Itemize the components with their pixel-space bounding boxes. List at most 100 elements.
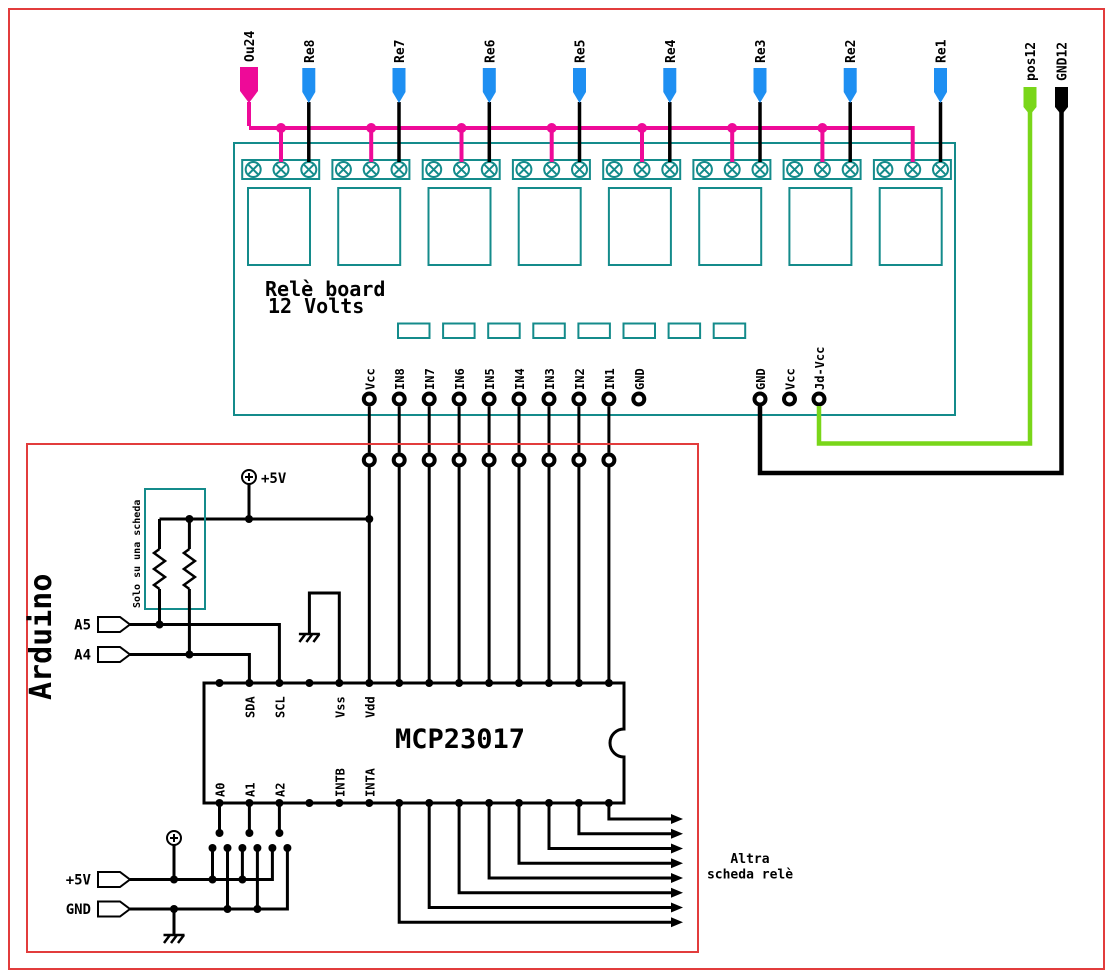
flag-re4	[663, 68, 677, 103]
pin-label: INTA	[363, 767, 377, 797]
pin-label: IN2	[573, 368, 587, 390]
indicator-slot	[667, 322, 702, 339]
chip-name: MCP23017	[395, 724, 525, 755]
arduino-label: Arduino	[24, 574, 59, 700]
pin-label: IN3	[543, 368, 557, 390]
a4-connector	[97, 646, 132, 663]
gnd-connector	[97, 900, 132, 918]
interconnect	[361, 406, 617, 683]
flag-re1	[934, 68, 947, 103]
relay	[247, 187, 311, 266]
indicator-slot	[622, 322, 656, 339]
pin-label: SDA	[243, 696, 257, 718]
pin-label: A2	[273, 783, 287, 797]
relay	[517, 187, 582, 266]
pin-label: IN7	[423, 368, 437, 390]
pin-label: Vss	[333, 696, 347, 718]
other-board-line1: Altra	[730, 852, 769, 867]
ground-icon	[297, 632, 322, 644]
plus5v-rail	[159, 484, 370, 521]
relay	[788, 187, 853, 266]
flag-label: pos12	[1024, 42, 1039, 81]
gnd-label: GND	[66, 902, 91, 918]
vss-ground-wire	[307, 591, 341, 683]
pin-label: SCL	[273, 696, 287, 718]
pin-label: IN5	[483, 368, 497, 390]
ou24-branch-wires	[279, 128, 825, 162]
pullup-resistor	[182, 547, 197, 591]
arduino-outline	[26, 443, 699, 953]
pullup-resistor	[152, 547, 167, 591]
gnd12-wire	[757, 112, 1064, 476]
pin-label: GND	[633, 368, 647, 390]
mcp23017-chip	[202, 681, 626, 805]
relay	[878, 187, 943, 266]
a5-connector	[97, 616, 132, 633]
relay	[607, 187, 672, 266]
flag-label: Re2	[844, 40, 859, 63]
pin-label: INTB	[333, 768, 347, 797]
flag-re3	[753, 68, 767, 103]
note-box	[144, 488, 206, 610]
flag-label: GND12	[1056, 42, 1071, 81]
expansion-wires	[397, 803, 683, 928]
relay-board: Relè board 12 Volts Vcc IN8 IN7 IN6 IN5 …	[233, 142, 956, 416]
resistor-leads	[158, 519, 191, 655]
pin-label: IN1	[603, 368, 617, 390]
plus5v-source-icon	[241, 469, 257, 485]
plus5v-label: +5V	[66, 873, 92, 889]
plus5v-connector	[97, 871, 132, 888]
flag-label: Re7	[393, 40, 408, 63]
flag-label: Re8	[303, 39, 318, 63]
indicator-slot	[487, 322, 521, 339]
pin-label: Vcc	[784, 368, 798, 390]
board-to-header-wires	[367, 406, 611, 453]
relays	[247, 187, 943, 266]
header-pins	[361, 452, 617, 468]
pin-label: IN8	[393, 368, 407, 390]
arduino-section: Arduino +5V Solo su una scheda A5 A4 MCP…	[24, 443, 699, 953]
indicator-slot	[577, 322, 611, 339]
header-to-chip-wires	[367, 467, 611, 683]
flag-re5	[573, 68, 586, 103]
pos12-wire	[816, 112, 1033, 446]
i2c-wires	[130, 623, 281, 683]
pin-label: A0	[214, 783, 228, 797]
relay	[698, 187, 763, 266]
note-label: Solo su una scheda	[132, 500, 143, 608]
relay-board-pin-labels: Vcc IN8 IN7 IN6 IN5 IN4 IN3 IN2 IN1 GND …	[363, 347, 827, 390]
flag-label: Re5	[574, 40, 589, 63]
indicator-slot	[397, 322, 431, 339]
a5-label: A5	[74, 618, 91, 634]
screw-terminals	[244, 161, 949, 178]
indicator-slot	[532, 322, 566, 339]
plus5v-source-icon	[166, 830, 182, 846]
top-connectors: Ou24 Re8 Re7 Re6 Re5 Re4 Re3 Re2 Re1 pos…	[240, 31, 1071, 476]
other-board-line2: scheda relè	[707, 868, 793, 883]
indicator-slots	[397, 322, 747, 339]
pin-label: IN4	[513, 368, 527, 390]
indicator-slot	[712, 322, 747, 339]
ou24-bus-wire	[247, 102, 915, 162]
flag-ou24	[240, 67, 258, 103]
relay-board-title-line1: Relè board	[265, 277, 385, 301]
flag-label: Re4	[664, 39, 679, 63]
flag-label: Re3	[754, 40, 769, 63]
flag-label: Ou24	[243, 31, 258, 62]
pin-label: IN6	[453, 368, 467, 390]
a4-label: A4	[74, 648, 91, 664]
pin-label: A1	[243, 783, 257, 797]
flag-re6	[482, 68, 496, 103]
flag-re7	[392, 68, 406, 103]
ground-icon	[162, 933, 186, 945]
terminal-blocks	[241, 159, 952, 180]
pin-label: Vcc	[363, 368, 377, 390]
flag-gnd12	[1055, 87, 1068, 115]
relay-board-outline	[233, 142, 956, 416]
outer-frame	[8, 8, 1105, 970]
relay-flag-stems	[307, 102, 943, 162]
power-rails	[130, 848, 289, 934]
relay-board-pins	[361, 391, 827, 407]
expansion-wire-paths	[397, 803, 671, 924]
